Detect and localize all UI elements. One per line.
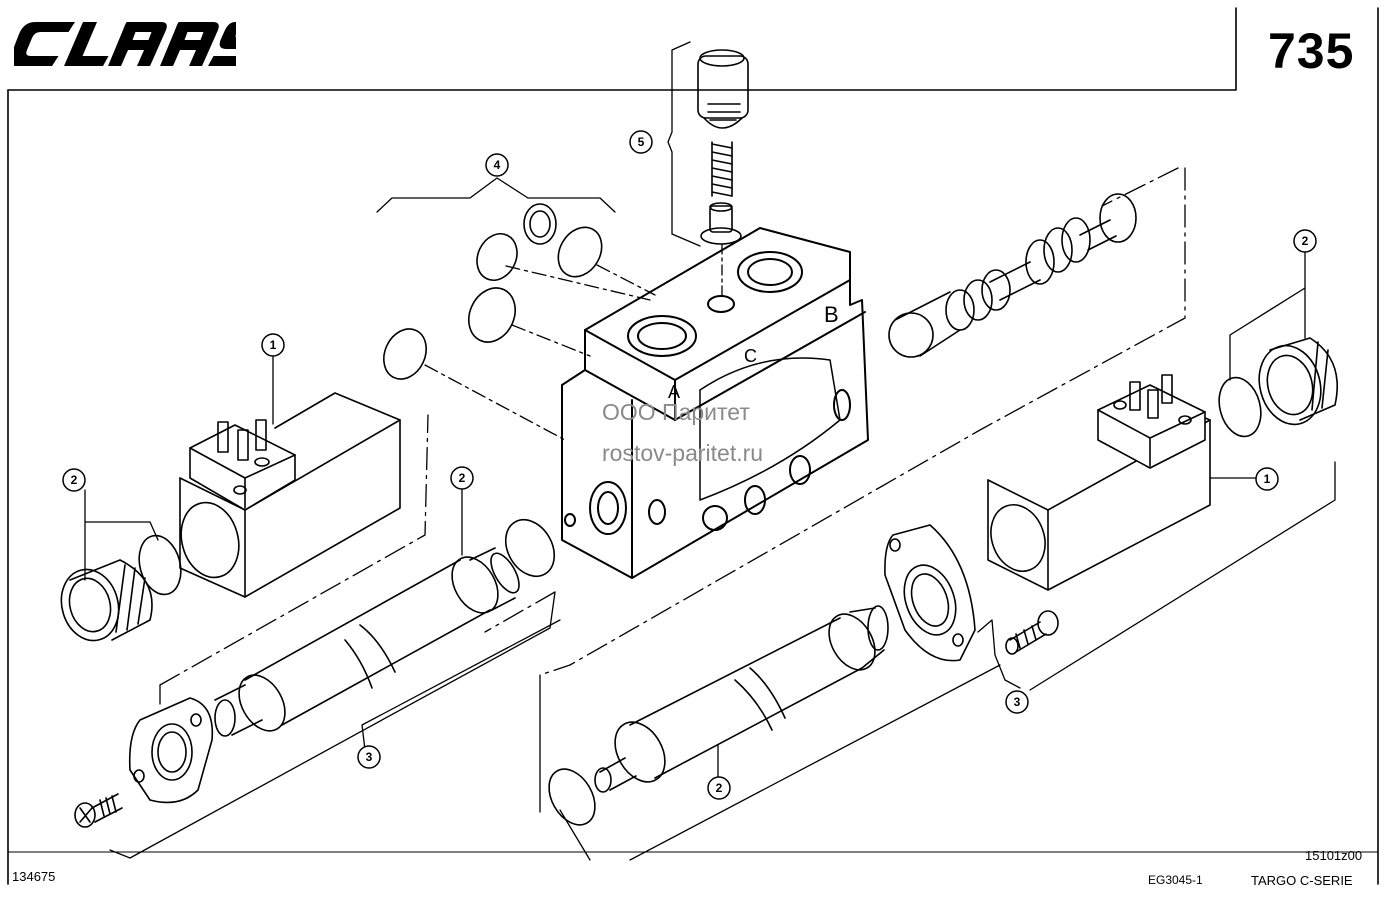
leader-lines bbox=[84, 41, 1336, 861]
reference-code: 15101z00 bbox=[1305, 848, 1363, 863]
port-label-c: C bbox=[744, 346, 757, 366]
left-spool-tube bbox=[214, 518, 556, 737]
left-flange bbox=[128, 697, 214, 804]
seal-rings-4 bbox=[383, 203, 603, 380]
valve-body bbox=[561, 227, 869, 579]
callout-3-right: 3 bbox=[1014, 695, 1021, 709]
left-solenoid-coil bbox=[179, 392, 401, 598]
port-label-a: A bbox=[668, 382, 680, 402]
right-solenoid-coil bbox=[987, 374, 1211, 591]
watermark-url: rostov-paritet.ru bbox=[602, 440, 764, 466]
port-label-b: B bbox=[824, 302, 839, 327]
page-number: 735 bbox=[1268, 23, 1355, 79]
pressure-valve-cartridge bbox=[697, 49, 749, 245]
right-flange bbox=[884, 524, 976, 662]
claas-logo bbox=[14, 22, 236, 66]
series-name: TARGO C-SERIE bbox=[1251, 873, 1353, 888]
right-knurled-nut bbox=[1218, 337, 1338, 438]
callout-3-left: 3 bbox=[366, 750, 373, 764]
drawing-number: 134675 bbox=[12, 869, 56, 884]
callout-2-right-nut: 2 bbox=[1302, 234, 1309, 248]
callout-1-right: 1 bbox=[1264, 472, 1271, 486]
callout-2-left-nut: 2 bbox=[71, 473, 78, 487]
main-spool bbox=[888, 193, 1137, 358]
left-knurled-nut bbox=[60, 534, 182, 642]
callout-2-left-spool: 2 bbox=[459, 471, 466, 485]
callout-4: 4 bbox=[494, 158, 501, 172]
callout-5: 5 bbox=[638, 135, 645, 149]
callout-circles bbox=[62, 130, 1317, 800]
watermark-company: ООО Паритет bbox=[602, 399, 750, 425]
right-screw bbox=[1005, 610, 1059, 655]
callout-1-left: 1 bbox=[270, 338, 277, 352]
group-code: EG3045-1 bbox=[1148, 873, 1203, 887]
left-screw bbox=[74, 793, 123, 828]
header-frame-line bbox=[7, 7, 1237, 91]
callout-2-right-spool: 2 bbox=[716, 781, 723, 795]
right-spool-tube bbox=[548, 605, 889, 826]
